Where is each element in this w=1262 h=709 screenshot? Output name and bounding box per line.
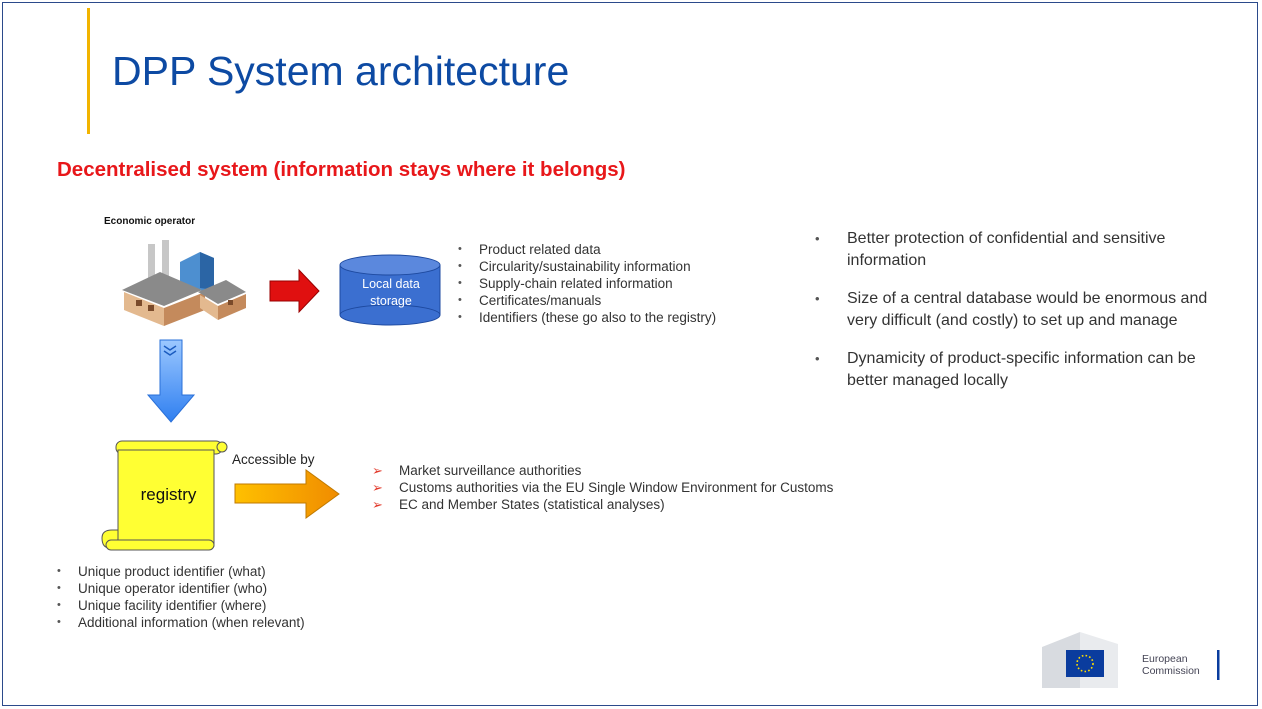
- registry-label: registry: [140, 485, 197, 504]
- list-item: Product related data: [458, 241, 716, 258]
- list-item: Supply-chain related information: [458, 275, 716, 292]
- list-item: Additional information (when relevant): [57, 614, 305, 631]
- registry-identifiers-list: Unique product identifier (what) Unique …: [57, 563, 305, 631]
- benefits-list: Better protection of confidential and se…: [815, 228, 1227, 408]
- european-commission-logo: [1042, 632, 1220, 688]
- logo-text-line1: European: [1142, 653, 1188, 665]
- accessible-by-label: Accessible by: [232, 452, 315, 467]
- list-item: Unique product identifier (what): [57, 563, 305, 580]
- red-arrow-icon: [269, 268, 320, 314]
- page-title: DPP System architecture: [112, 48, 570, 94]
- logo-text: European Commission: [1142, 653, 1200, 677]
- storage-items-list: Product related data Circularity/sustain…: [458, 241, 716, 326]
- list-item: EC and Member States (statistical analys…: [372, 496, 833, 513]
- orange-arrow-icon: [234, 469, 340, 519]
- list-item: Customs authorities via the EU Single Wi…: [372, 479, 833, 496]
- list-item: Identifiers (these go also to the regist…: [458, 309, 716, 326]
- local-data-storage-cylinder: [339, 254, 441, 326]
- list-item: Circularity/sustainability information: [458, 258, 716, 275]
- registry-scroll-icon: [101, 440, 228, 551]
- down-arrow-icon: [146, 339, 196, 423]
- logo-text-line2: Commission: [1142, 665, 1200, 677]
- subtitle: Decentralised system (information stays …: [57, 158, 626, 181]
- list-item: Size of a central database would be enor…: [815, 288, 1227, 332]
- local-data-storage-label: Local data storage: [362, 277, 420, 308]
- title-accent-bar: [87, 8, 90, 134]
- factory-icon: [122, 240, 246, 326]
- list-item: Unique operator identifier (who): [57, 580, 305, 597]
- list-item: Dynamicity of product-specific informati…: [815, 348, 1227, 392]
- list-item: Certificates/manuals: [458, 292, 716, 309]
- list-item: Market surveillance authorities: [372, 462, 833, 479]
- list-item: Better protection of confidential and se…: [815, 228, 1227, 272]
- economic-operator-label: Economic operator: [104, 216, 196, 227]
- list-item: Unique facility identifier (where): [57, 597, 305, 614]
- accessible-by-list: Market surveillance authorities Customs …: [372, 462, 833, 513]
